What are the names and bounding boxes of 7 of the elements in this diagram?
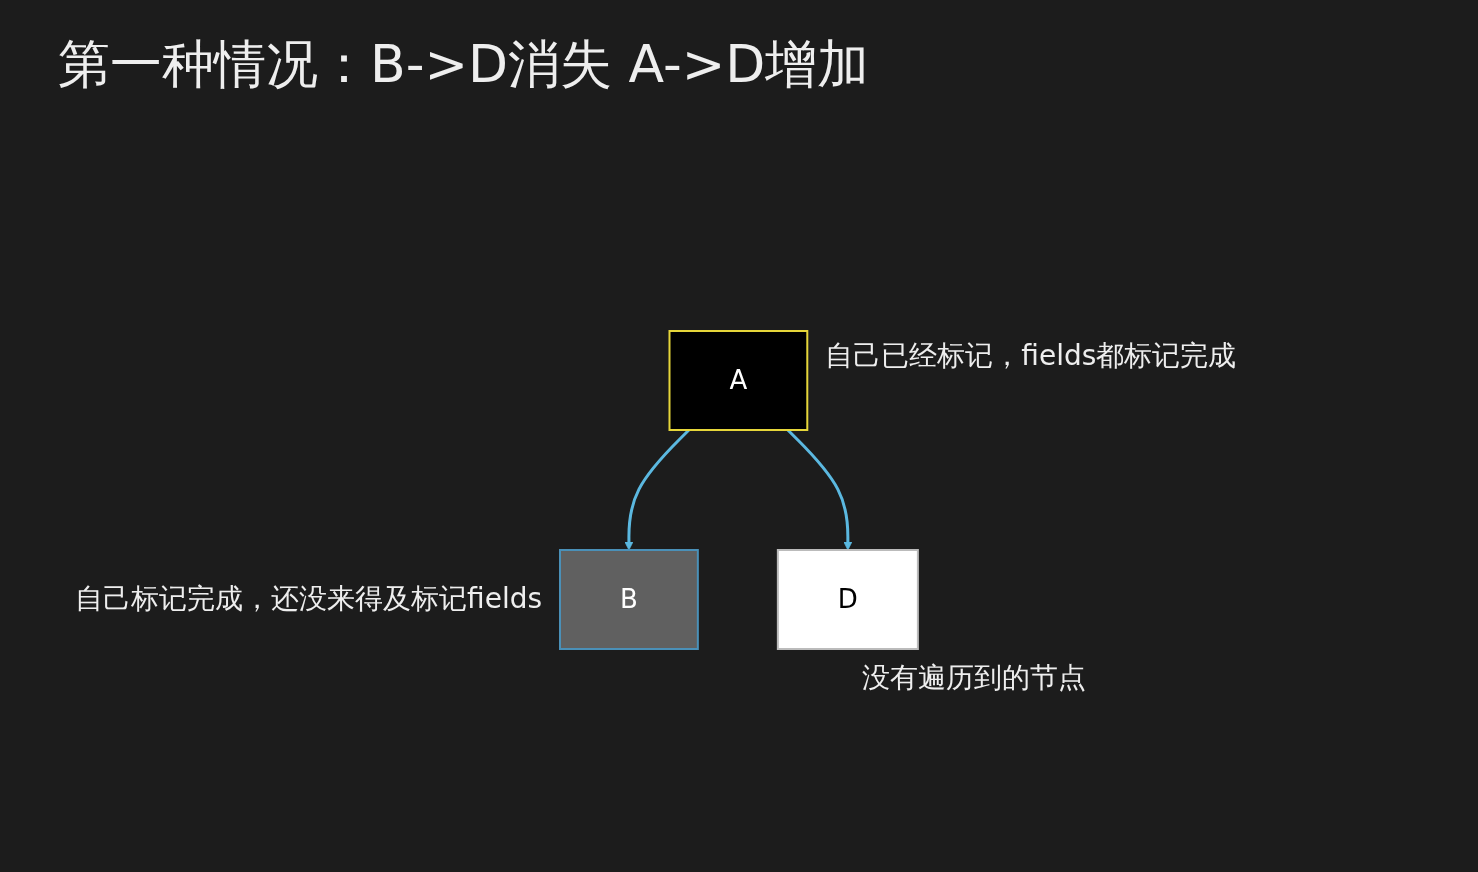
node-box: A	[668, 330, 809, 431]
node-caption: 自己已经标记，fields都标记完成	[825, 338, 1237, 374]
node-box: B	[559, 549, 699, 650]
node-caption: 没有遍历到的节点	[861, 660, 1086, 696]
node-caption: 自己标记完成，还没来得及标记fields	[75, 580, 543, 617]
node-box: D	[776, 549, 919, 650]
title: 第一种情况：B->D消失 A->D增加	[58, 33, 871, 96]
